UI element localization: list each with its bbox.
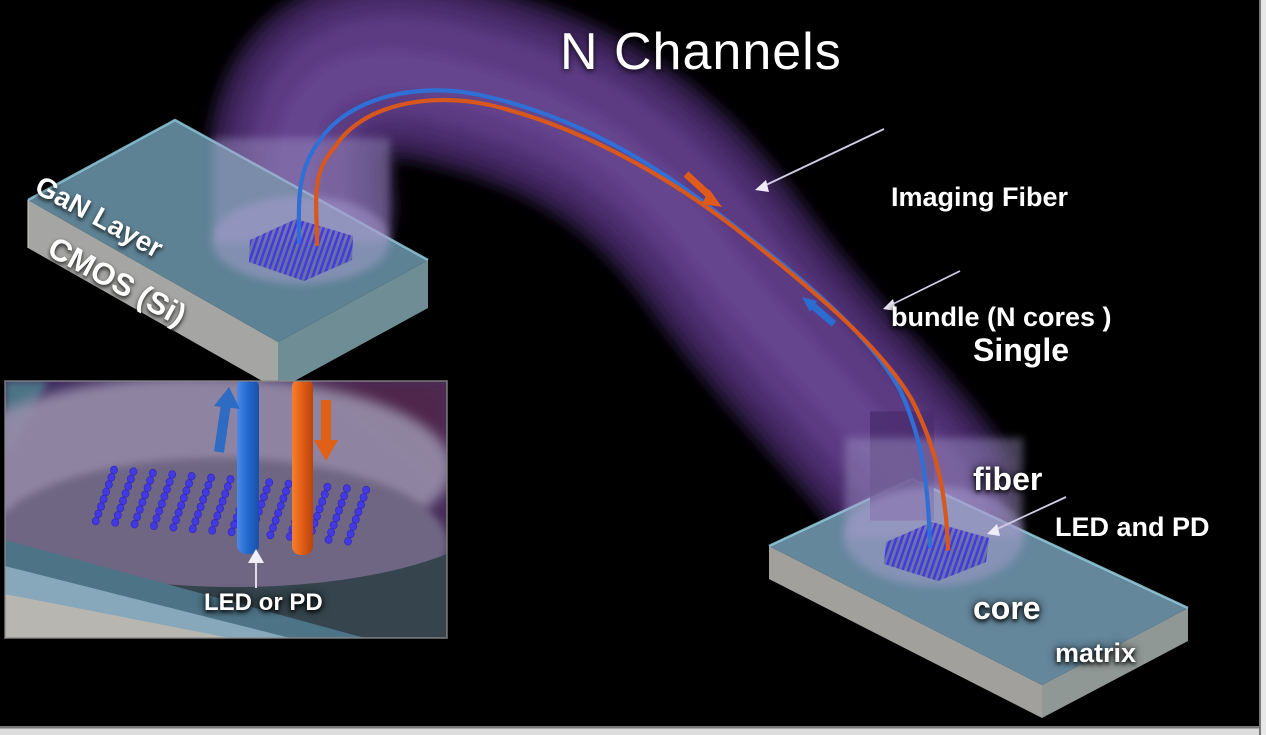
label-imaging-fiber-bundle: Imaging Fiber bundle (N cores ) xyxy=(891,97,1112,377)
label-led-and-pd-matrix: LED and PD matrix xyxy=(1055,422,1210,716)
label-led-or-pd: LED or PD xyxy=(204,589,323,616)
fiber-blue xyxy=(296,88,933,549)
single-fiber-lines xyxy=(296,88,951,552)
inset-blue-fiber-rod xyxy=(237,381,259,554)
label-line: matrix xyxy=(1055,638,1137,668)
label-line: Imaging Fiber xyxy=(891,182,1069,212)
arrow-line-imaging-fiber xyxy=(765,128,885,186)
inset-border xyxy=(4,380,448,639)
annotation-arrows xyxy=(765,128,1067,530)
label-single-fiber-core: Single fiber core xyxy=(973,243,1069,673)
inset-orange-fiber-rod xyxy=(292,381,313,555)
label-line: LED and PD xyxy=(1055,512,1210,542)
inset-annotation-arrow xyxy=(248,549,264,588)
inset-layer-blue xyxy=(5,566,290,638)
label-line: bundle (N cores ) xyxy=(891,302,1112,332)
inset-led-pd-dot-grid xyxy=(91,465,371,546)
inset-layer-teal xyxy=(5,540,365,638)
label-line: core xyxy=(973,590,1041,626)
inset-up-arrow-blue xyxy=(214,387,240,453)
slide-title: N Channels xyxy=(560,23,842,81)
led-pd-matrix-left xyxy=(249,219,353,281)
led-pd-matrix-right xyxy=(884,522,989,581)
arrow-line-led-pd xyxy=(996,496,1067,530)
label-line: fiber xyxy=(973,461,1043,497)
downstream-arrow-orange xyxy=(683,171,722,207)
label-line: Single xyxy=(973,332,1070,368)
annotation-arrowheads xyxy=(755,180,1000,536)
inset-layer-gray xyxy=(5,594,230,638)
inset-down-arrow-orange xyxy=(314,400,338,461)
upstream-arrow-blue xyxy=(802,297,837,327)
fiber-orange xyxy=(313,98,951,552)
inset-zoom-panel xyxy=(4,380,448,639)
arrow-line-single-fiber xyxy=(892,270,961,305)
